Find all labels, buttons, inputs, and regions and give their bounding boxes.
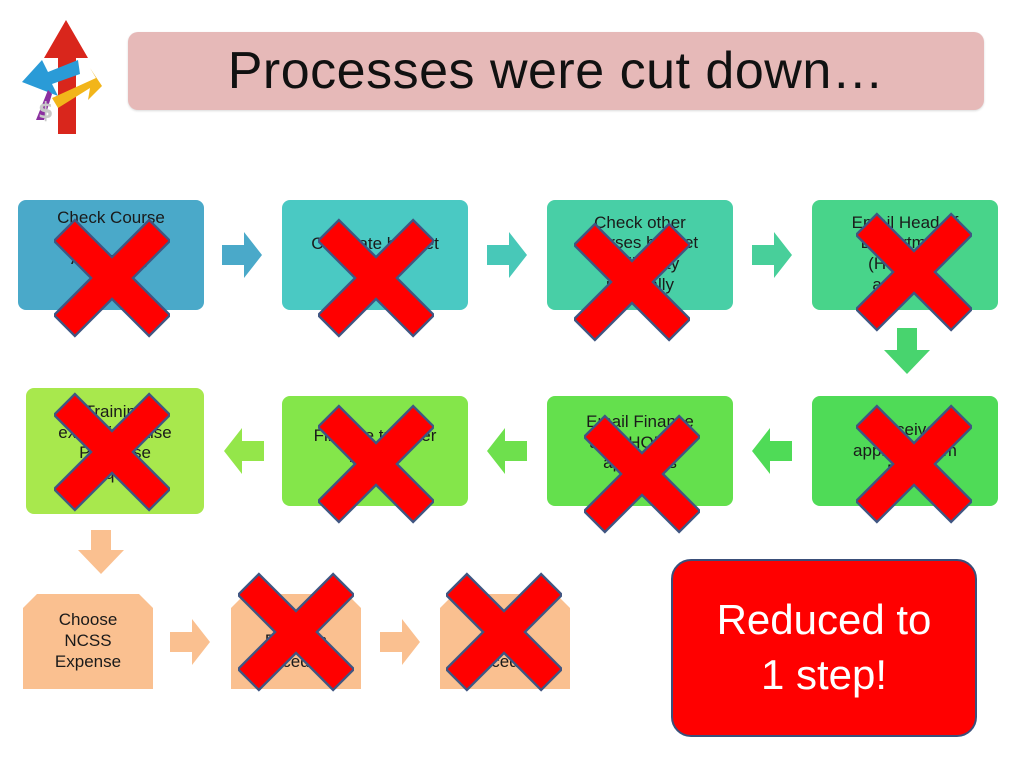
cross-icon <box>318 218 434 338</box>
left-arrow-icon <box>487 428 527 474</box>
cross-icon <box>54 392 170 512</box>
down-arrow-icon <box>884 328 930 374</box>
cross-icon <box>584 414 700 534</box>
step-choose-ncss-expense: Choose NCSS Expense <box>23 594 153 689</box>
cross-icon <box>574 222 690 342</box>
slide-title: Processes were cut down… <box>227 42 885 100</box>
left-arrow-icon <box>752 428 792 474</box>
logo-arrows-icon: $ <box>22 20 102 134</box>
cross-icon <box>446 572 562 692</box>
cross-icon <box>318 404 434 524</box>
left-arrow-icon <box>224 428 264 474</box>
right-arrow-icon <box>487 232 527 278</box>
right-arrow-icon <box>170 619 210 665</box>
right-arrow-icon <box>752 232 792 278</box>
svg-text:$: $ <box>38 99 53 124</box>
cross-icon <box>54 218 170 338</box>
down-arrow-icon <box>78 530 124 574</box>
right-arrow-icon <box>222 232 262 278</box>
cross-icon <box>238 572 354 692</box>
reduced-callout: Reduced to 1 step! <box>671 559 977 737</box>
cross-icon <box>856 212 972 332</box>
cross-icon <box>856 404 972 524</box>
right-arrow-icon <box>380 619 420 665</box>
title-bar: Processes were cut down… <box>128 32 984 110</box>
